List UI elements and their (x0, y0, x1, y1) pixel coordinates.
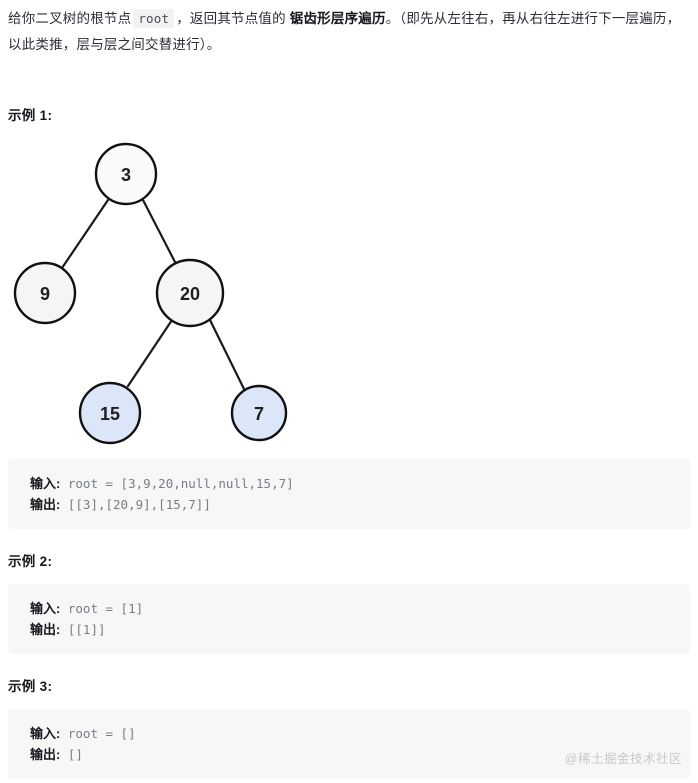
inline-code-root: root (133, 9, 175, 28)
tree-node-label-9: 9 (40, 284, 50, 304)
edge-3-9 (60, 198, 110, 270)
example-3-input-line: 输入: root = [] (30, 723, 690, 744)
input-label: 输入: (30, 726, 61, 741)
tree-node-3-circle (94, 142, 158, 206)
tree-node-label-20: 20 (180, 284, 200, 304)
tree-node-label-3: 3 (121, 165, 131, 185)
example-2-output-line: 输出: [[1]] (30, 619, 690, 640)
statement-part-3: 。（即先从左往右，再从右往左进行下一层遍历，以此类推，层与层之间交替进行）。 (8, 11, 681, 52)
example-1-heading: 示例 1: (8, 108, 53, 123)
tree-node-20-circle (155, 258, 225, 328)
tree-nodes (13, 142, 288, 445)
edge-20-15 (126, 318, 174, 388)
example-3-codeblock: 输入: root = [] 输出: [] (8, 709, 690, 779)
edge-20-7 (208, 318, 246, 391)
tree-node-7-circle (230, 384, 288, 442)
input-value: root = [] (67, 726, 136, 741)
input-value: root = [3,9,20,null,null,15,7] (67, 476, 294, 491)
tree-node-labels: 3 9 20 15 7 (40, 165, 264, 424)
output-label: 输出: (30, 497, 61, 512)
output-label: 输出: (30, 622, 61, 637)
input-label: 输入: (30, 476, 61, 491)
example-3-output-line: 输出: [] (30, 744, 690, 765)
output-label: 输出: (30, 747, 61, 762)
output-value: [[3],[20,9],[15,7]] (67, 497, 211, 512)
tree-svg: 3 9 20 15 7 (13, 142, 288, 445)
example-2-heading: 示例 2: (8, 554, 53, 569)
tree-node-label-15: 15 (100, 404, 120, 424)
tree-edges (60, 198, 246, 391)
output-value: [[1]] (67, 622, 106, 637)
binary-tree-diagram: 3 9 20 15 7 (0, 132, 340, 454)
watermark: @稀土掘金技术社区 (564, 752, 682, 766)
statement-emphasis: 锯齿形层序遍历 (289, 11, 386, 26)
example-1-input-line: 输入: root = [3,9,20,null,null,15,7] (30, 473, 690, 494)
statement-part-2: ，返回其节点值的 (176, 11, 286, 26)
edge-3-20 (141, 198, 177, 264)
input-value: root = [1] (67, 601, 144, 616)
example-1-output-line: 输出: [[3],[20,9],[15,7]] (30, 494, 690, 515)
output-value: [] (67, 747, 83, 762)
tree-node-9-circle (13, 261, 77, 325)
input-label: 输入: (30, 601, 61, 616)
example-3-heading: 示例 3: (8, 679, 53, 694)
example-2-codeblock: 输入: root = [1] 输出: [[1]] (8, 584, 690, 654)
example-2-input-line: 输入: root = [1] (30, 598, 690, 619)
tree-node-label-7: 7 (254, 404, 264, 424)
statement-part-1: 给你二叉树的根节点 (8, 11, 132, 26)
example-1-codeblock: 输入: root = [3,9,20,null,null,15,7] 输出: [… (8, 459, 690, 529)
tree-node-15-circle (78, 381, 142, 445)
